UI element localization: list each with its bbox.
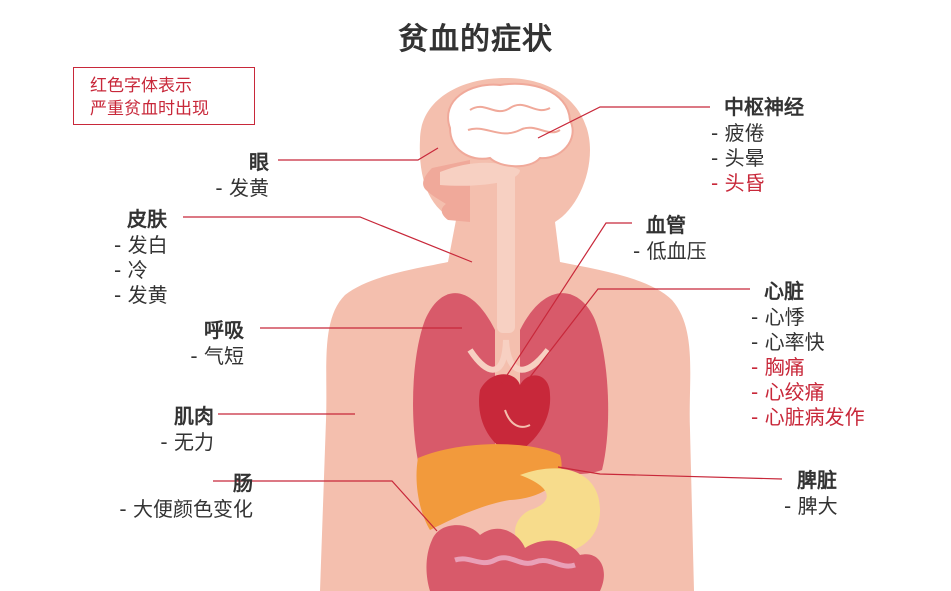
liver xyxy=(416,444,562,530)
group-breath: 呼吸 - 气短 xyxy=(190,316,244,369)
symptom-item: - 低血压 xyxy=(633,239,707,263)
group-spleen: 脾脏 - 脾大 xyxy=(784,466,838,519)
leader-lines xyxy=(183,106,783,532)
group-vessel: 血管 - 低血压 xyxy=(633,211,707,264)
symptom-item-severe: - 心脏病发作 xyxy=(751,405,865,429)
group-heading: 呼吸 xyxy=(204,318,244,342)
symptom-item: - 发黄 xyxy=(215,176,269,200)
group-heart: 心脏 - 心悸 - 心率快 - 胸痛 - 心绞痛 - 心脏病发作 xyxy=(751,277,865,430)
symptom-item: - 大便颜色变化 xyxy=(119,497,253,521)
page-title: 贫血的症状 xyxy=(398,22,553,57)
group-eye: 眼 - 发黄 xyxy=(215,148,269,201)
stomach xyxy=(515,468,600,554)
group-intestine: 肠 - 大便颜色变化 xyxy=(119,469,253,522)
symptom-item: - 脾大 xyxy=(784,494,838,518)
group-skin: 皮肤 - 发白 - 冷 - 发黄 xyxy=(114,205,168,308)
group-heading: 脾脏 xyxy=(797,468,837,492)
symptom-item: - 无力 xyxy=(160,430,214,454)
group-heading: 心脏 xyxy=(764,279,804,303)
group-muscle: 肌肉 - 无力 xyxy=(160,402,214,455)
legend-box: 红色字体表示 严重贫血时出现 xyxy=(73,67,255,125)
group-heading: 肠 xyxy=(233,471,253,495)
symptom-item: - 心率快 xyxy=(751,330,825,354)
symptom-item: - 疲倦 xyxy=(711,121,765,145)
lungs xyxy=(413,293,609,475)
face xyxy=(423,160,520,333)
symptom-item: - 发黄 xyxy=(114,283,168,307)
symptom-item: - 气短 xyxy=(190,344,244,368)
heart-icon xyxy=(479,374,551,455)
group-heading: 肌肉 xyxy=(174,404,214,428)
symptom-item-severe: - 心绞痛 xyxy=(751,380,825,404)
group-heading: 眼 xyxy=(249,150,269,174)
group-heading: 中枢神经 xyxy=(724,95,804,119)
symptom-item: - 头晕 xyxy=(711,146,765,170)
symptom-item-severe: - 头昏 xyxy=(711,171,765,195)
symptom-item: - 冷 xyxy=(114,258,148,282)
trachea xyxy=(497,168,515,333)
group-cns: 中枢神经 - 疲倦 - 头晕 - 头昏 xyxy=(711,93,804,196)
group-heading: 血管 xyxy=(646,213,686,237)
symptom-item-severe: - 胸痛 xyxy=(751,355,805,379)
group-heading: 皮肤 xyxy=(127,207,167,231)
legend-line: 红色字体表示 xyxy=(90,76,192,96)
symptom-item: - 心悸 xyxy=(751,305,805,329)
symptom-item: - 发白 xyxy=(114,233,168,257)
intestines xyxy=(426,525,604,591)
brain-icon xyxy=(447,82,574,168)
legend-line: 严重贫血时出现 xyxy=(90,99,209,119)
